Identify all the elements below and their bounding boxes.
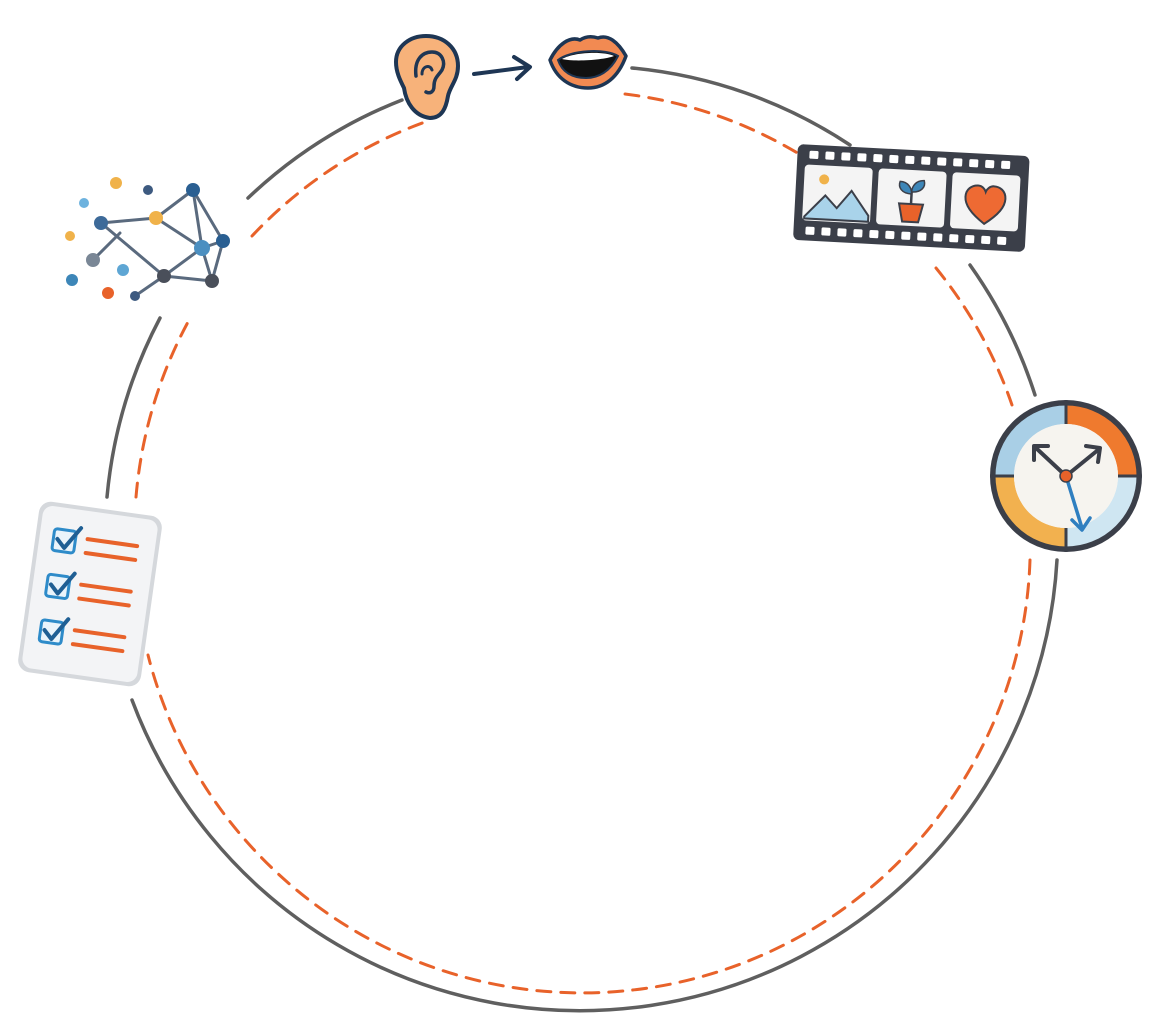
landscape-icon	[802, 164, 873, 224]
filmstrip-icon	[793, 144, 1030, 252]
inner-dashed-ring	[134, 92, 1032, 995]
clock-arrows-icon	[990, 400, 1142, 552]
network-nodes	[65, 177, 230, 301]
mouth-icon	[548, 34, 628, 90]
film-perforations-top	[809, 150, 1011, 170]
heart-icon	[950, 172, 1021, 232]
outer-ring	[105, 66, 1059, 1013]
arrow-right-icon	[472, 55, 532, 81]
checklist-item-1	[50, 526, 140, 562]
checklist-item-2	[44, 571, 133, 608]
potted-plant-icon	[876, 168, 947, 228]
film-perforations-bottom	[805, 226, 1007, 245]
neural-network-icon	[65, 177, 230, 301]
ear-icon	[394, 34, 460, 120]
checklist-item-3	[37, 617, 127, 654]
checklist-icon	[18, 501, 162, 687]
